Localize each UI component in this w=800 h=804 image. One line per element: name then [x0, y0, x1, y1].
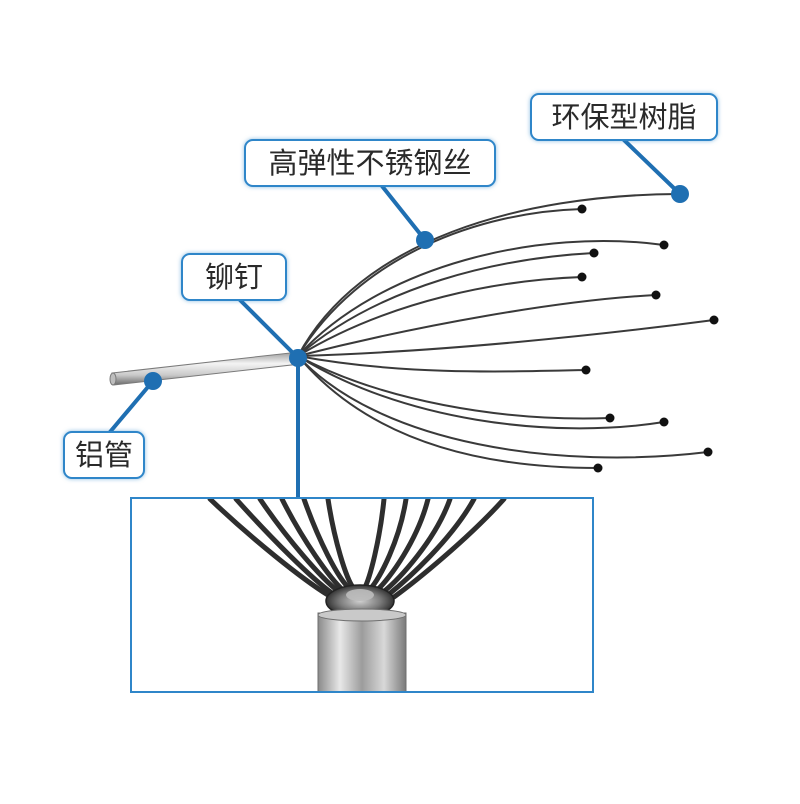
callout-dot-rivet: [289, 349, 307, 367]
label-steel-wire: 高弹性不锈钢丝: [244, 139, 496, 187]
resin-tips: [577, 204, 719, 473]
tip-ball: [581, 365, 591, 375]
closeup-wire: [385, 499, 477, 598]
tip-ball: [703, 447, 713, 457]
callout-leaders: [108, 138, 682, 499]
closeup-tube: [317, 612, 407, 691]
wire: [297, 355, 587, 373]
wire: [297, 276, 583, 357]
callout-dot-resin: [671, 185, 689, 203]
closeup-wire: [207, 499, 331, 598]
leader-resin: [622, 138, 682, 196]
closeup-wire: [233, 499, 335, 596]
callout-dot-steel: [416, 231, 434, 249]
wire: [297, 252, 595, 357]
callout-dots: [144, 185, 689, 390]
wire: [297, 355, 599, 469]
closeup-wire: [379, 499, 453, 596]
tip-ball: [605, 413, 615, 423]
wire: [297, 294, 657, 357]
tip-ball: [589, 248, 599, 258]
leader-tube: [108, 379, 155, 434]
closeup-wire: [391, 499, 507, 600]
closeup-wire: [373, 499, 431, 594]
wire: [297, 319, 715, 357]
closeup-wire: [301, 499, 353, 592]
wire: [297, 355, 611, 420]
closeup-wire: [257, 499, 341, 594]
rivet-closeup-inset: [130, 497, 594, 693]
tip-ball: [577, 272, 587, 282]
tip-ball: [577, 204, 587, 214]
label-rivet: 铆钉: [181, 253, 287, 301]
leader-steel: [380, 184, 427, 242]
aluminum-tube: [109, 351, 301, 386]
wire: [297, 240, 665, 357]
wire: [297, 355, 709, 459]
tip-ball: [651, 290, 661, 300]
callout-dot-tube: [144, 372, 162, 390]
rivet-closeup-illustration: [207, 499, 507, 691]
wire: [297, 193, 679, 357]
tip-ball: [593, 463, 603, 473]
label-resin: 环保型树脂: [530, 93, 718, 141]
tip-ball: [709, 315, 719, 325]
closeup-wire: [279, 499, 347, 594]
tip-ball: [659, 240, 669, 250]
leader-rivet: [238, 298, 300, 360]
label-aluminum-tube: 铝管: [63, 431, 145, 479]
closeup-wires: [207, 499, 507, 600]
steel-wires: [297, 193, 715, 469]
wire: [297, 355, 665, 430]
tip-ball: [659, 417, 669, 427]
closeup-wire: [367, 499, 409, 592]
